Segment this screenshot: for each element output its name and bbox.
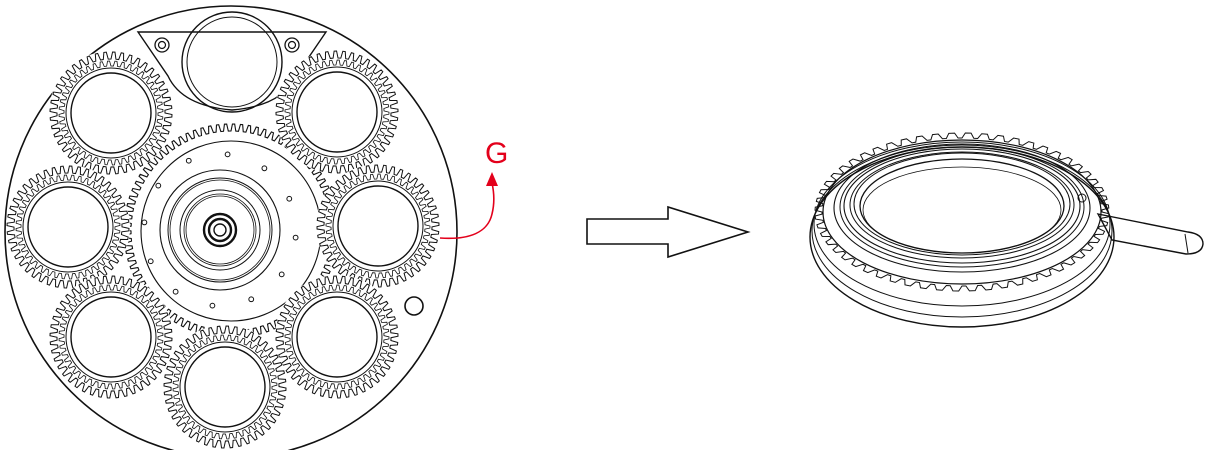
gobo-holder <box>49 51 173 175</box>
gobo-aperture <box>296 296 378 378</box>
callout-g: G <box>439 137 508 240</box>
wheel-outer-rim <box>4 5 458 450</box>
gobo-gear-teeth <box>49 275 173 399</box>
gobo-handle <box>1096 213 1204 255</box>
sun-gear-hole <box>248 296 255 303</box>
gobo-holder <box>275 50 399 174</box>
callout-arrowhead <box>486 172 498 186</box>
gobo-holder <box>163 325 287 449</box>
gobo-aperture <box>337 185 419 267</box>
gobo-holders <box>6 50 440 449</box>
rotating-gobo-wheel <box>4 5 458 450</box>
gobo-ring-teeth <box>814 132 1110 292</box>
screw-left <box>154 37 170 53</box>
sun-gear-hole <box>278 271 285 278</box>
sun-gear-hole <box>185 157 192 164</box>
removed-gobo <box>809 132 1204 328</box>
gobo-holder <box>275 275 399 399</box>
gobo-holder <box>49 275 173 399</box>
sun-gear-hole <box>209 302 216 309</box>
gobo-aperture <box>70 296 152 378</box>
sun-gear-hole <box>261 165 268 172</box>
gobo-holder <box>6 165 130 289</box>
callout-curve <box>439 182 495 240</box>
gobo-aperture <box>296 71 378 153</box>
wheel-hub <box>159 169 281 291</box>
gobo-gear-teeth <box>49 51 173 175</box>
gobo-gear-teeth <box>275 275 399 399</box>
sun-gear-hole <box>286 195 293 202</box>
gobo-gear-teeth <box>316 164 440 288</box>
gobo-aperture <box>184 346 266 428</box>
sun-gear-hole <box>141 219 148 226</box>
gobo-aperture <box>859 158 1065 254</box>
sun-gear-holes <box>141 151 299 309</box>
callout-label: G <box>485 137 508 170</box>
sun-gear-hole <box>224 151 231 158</box>
sun-gear-hole <box>155 182 162 189</box>
screw-right <box>284 37 300 53</box>
locator-hole <box>404 296 424 316</box>
sun-gear-hole <box>172 288 179 295</box>
right-arrow-icon <box>586 205 751 259</box>
sun-gear-hole <box>147 258 154 265</box>
gobo-gear-teeth <box>163 325 287 449</box>
gobo-aperture <box>70 72 152 154</box>
sun-gear-hole <box>292 234 299 241</box>
gobo-holder <box>316 164 440 288</box>
gobo-aperture <box>27 186 109 268</box>
